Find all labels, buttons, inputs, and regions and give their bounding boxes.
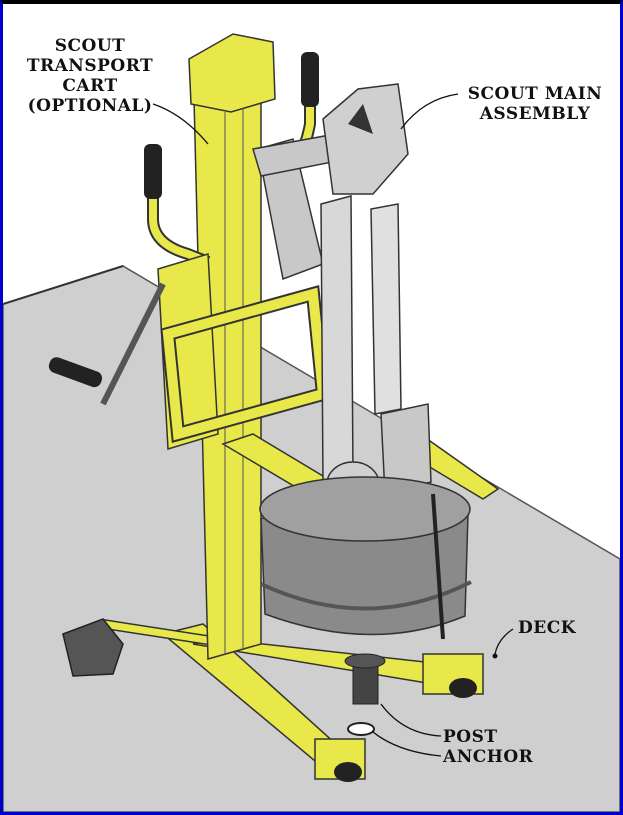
anchor bbox=[347, 722, 375, 736]
leader-main-assembly bbox=[400, 93, 459, 130]
actuator-housing bbox=[380, 403, 432, 495]
label-main-assembly: SCOUT MAIN ASSEMBLY bbox=[455, 84, 615, 124]
scout-cart-drawing bbox=[3, 33, 620, 812]
drum-strap bbox=[431, 493, 445, 640]
leader-transport-cart bbox=[152, 103, 209, 145]
label-anchor: ANCHOR bbox=[443, 747, 534, 767]
label-transport-cart-line2: TRANSPORT bbox=[26, 56, 154, 76]
crank-grip bbox=[48, 357, 103, 388]
label-transport-cart: SCOUT TRANSPORT CART (OPTIONAL) bbox=[15, 36, 165, 116]
main-assembly-bracket bbox=[322, 83, 409, 195]
mast-top-box bbox=[188, 33, 276, 113]
wheel-front bbox=[449, 678, 477, 698]
label-transport-cart-line3: CART bbox=[62, 76, 118, 96]
leader-deck bbox=[494, 628, 514, 655]
leader-post bbox=[380, 703, 442, 737]
wheel-rear bbox=[334, 762, 362, 782]
label-deck: DECK bbox=[518, 618, 577, 638]
label-post: POST bbox=[443, 727, 498, 747]
label-transport-cart-line1: SCOUT bbox=[54, 36, 126, 56]
handle-right-grip bbox=[301, 52, 319, 107]
label-main-assembly-line1: SCOUT MAIN bbox=[467, 84, 603, 104]
drum-rim bbox=[260, 580, 472, 611]
cart-caster bbox=[62, 618, 124, 677]
drum-top bbox=[259, 476, 471, 542]
actuator-cylinder bbox=[370, 203, 402, 415]
arm-column bbox=[320, 195, 354, 483]
handle-left-grip bbox=[144, 144, 162, 199]
label-main-assembly-line2: ASSEMBLY bbox=[479, 104, 591, 124]
label-transport-cart-line4: (OPTIONAL) bbox=[27, 96, 153, 116]
crank-arm bbox=[100, 282, 166, 406]
deck-edge bbox=[3, 265, 124, 305]
leader-anchor bbox=[372, 731, 442, 757]
